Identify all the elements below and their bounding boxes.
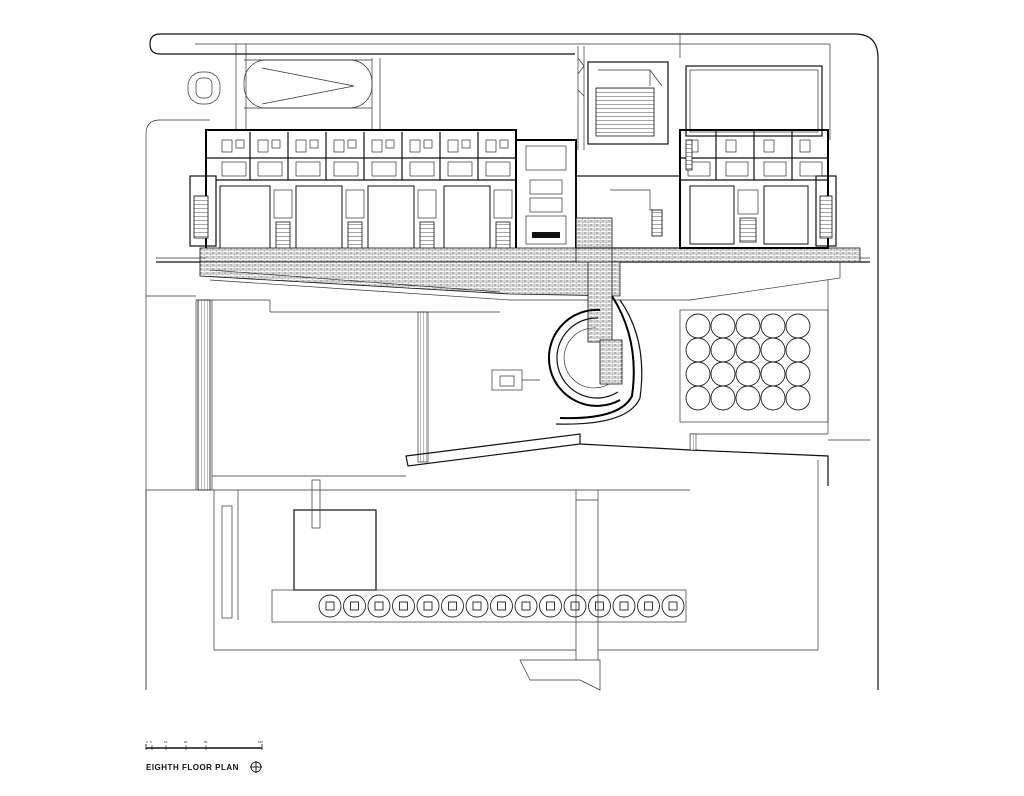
scale-label-0: 0 [146,740,148,744]
tree-symbol [785,385,811,411]
tree-symbol [785,337,811,363]
tree-grove [679,309,829,423]
tree-symbol [735,361,761,387]
north-arrow-icon [250,761,262,773]
scale-label-20: 20 [184,740,188,744]
corridor-spine [156,217,870,343]
courtyard [146,280,870,491]
tree-symbol [685,337,711,363]
central-core [515,139,577,263]
tree-symbol [760,385,786,411]
tree-symbol [416,594,440,618]
tree-symbol [685,313,711,339]
lower-plaza [145,460,819,691]
tree-symbol [710,385,736,411]
tree-symbol [343,594,366,618]
rotunda [491,295,643,425]
tree-symbol [392,594,415,618]
tree-symbol [785,313,811,339]
tree-symbol [685,361,711,387]
scale-label-50: 50 [204,740,208,744]
tree-symbol [710,361,736,387]
upper-right-block [685,65,823,137]
scale-label-10: 10 [164,740,168,744]
tree-symbol [661,594,685,618]
tree-symbol [760,313,786,339]
tree-symbol [735,385,761,411]
plan-title: EIGHTH FLOOR PLAN [146,763,239,772]
tree-symbol [318,594,342,618]
site-boundary [145,33,879,690]
tree-symbol [367,594,391,618]
tree-symbol [490,594,513,618]
auditorium [577,46,669,150]
tree-symbol [539,594,562,618]
tree-symbol [612,594,636,618]
scale-label-5: 5 [150,740,152,744]
tree-symbol [441,594,464,618]
scale-label-100: 100 [258,740,263,744]
tree-symbol [785,361,811,387]
main-wing-left [189,129,517,263]
tree-symbol [563,594,587,618]
tree-symbol [710,337,736,363]
tree-symbol [760,337,786,363]
tree-symbol [735,313,761,339]
drive-ramp [187,44,381,130]
tree-symbol [710,313,736,339]
tree-symbol [514,594,538,618]
tree-symbol [685,385,711,411]
tree-symbol [588,594,611,618]
main-wing-right [679,129,837,249]
tree-symbol [637,594,660,618]
tree-symbol [760,361,786,387]
scale-bar: 0 5 10 20 50 100 [145,740,263,750]
tree-symbol [735,337,761,363]
tree-symbol [465,594,489,618]
